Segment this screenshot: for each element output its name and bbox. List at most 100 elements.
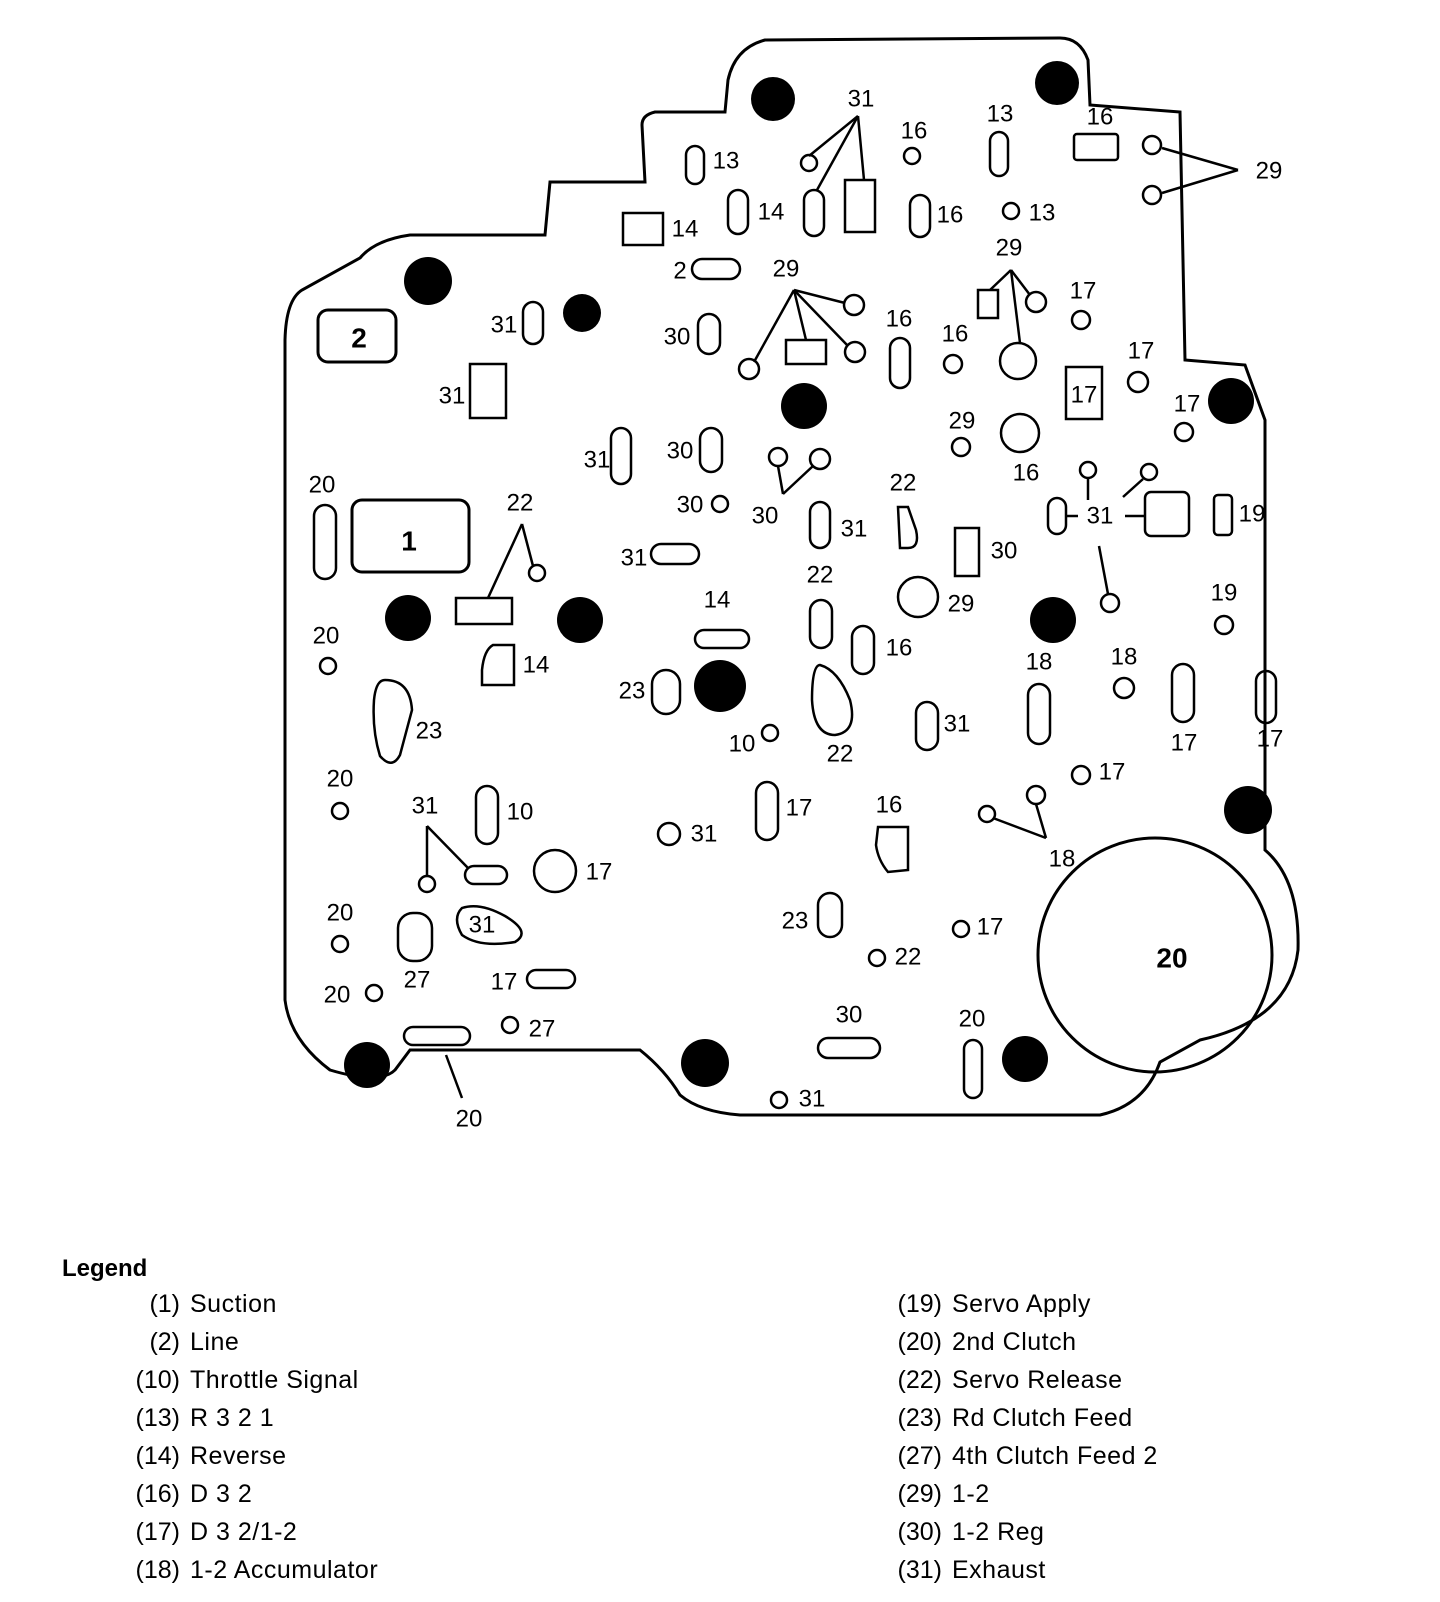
callout-29: 29 bbox=[773, 255, 800, 282]
callout-29: 29 bbox=[1256, 157, 1283, 184]
callout-17: 17 bbox=[1174, 390, 1201, 417]
legend-label: Throttle Signal bbox=[190, 1366, 359, 1394]
leader-line bbox=[1010, 269, 1031, 296]
line-port bbox=[316, 308, 398, 364]
callout-31: 31 bbox=[412, 792, 439, 819]
callout-19: 19 bbox=[1211, 579, 1238, 606]
legend-number: (16) bbox=[135, 1480, 180, 1508]
port-19 bbox=[1212, 493, 1234, 537]
leader-line bbox=[426, 825, 469, 869]
legend-number: (30) bbox=[897, 1518, 942, 1546]
port-22 bbox=[454, 596, 514, 626]
callout-23: 23 bbox=[619, 677, 646, 704]
port-20 bbox=[962, 1038, 984, 1100]
port-29 bbox=[842, 293, 866, 317]
callout-22: 22 bbox=[895, 943, 922, 970]
legend-item: (16)D 3 2 bbox=[108, 1475, 378, 1513]
port-31 bbox=[808, 500, 832, 550]
callout-29: 29 bbox=[949, 407, 976, 434]
port-31 bbox=[799, 153, 819, 173]
port-16 bbox=[908, 193, 932, 239]
second-clutch-port bbox=[1036, 836, 1274, 1074]
callout-31: 31 bbox=[1087, 502, 1114, 529]
callout-1: 1 bbox=[401, 525, 417, 556]
port-29 bbox=[1141, 134, 1163, 156]
port-14 bbox=[693, 628, 751, 650]
port-29 bbox=[737, 357, 761, 381]
callout-17: 17 bbox=[1099, 758, 1126, 785]
port-18 bbox=[977, 804, 997, 824]
port-17 bbox=[951, 919, 971, 939]
port-29 bbox=[976, 288, 1000, 320]
callout-14: 14 bbox=[672, 215, 699, 242]
leader-line bbox=[752, 289, 796, 363]
port-17 bbox=[1254, 669, 1278, 725]
port-31 bbox=[656, 821, 682, 847]
port-31 bbox=[843, 178, 877, 234]
port-31 bbox=[769, 1090, 789, 1110]
callout-20: 20 bbox=[327, 765, 354, 792]
callout-20: 20 bbox=[327, 899, 354, 926]
leader-line bbox=[793, 288, 846, 305]
port-17 bbox=[754, 780, 780, 842]
port-17 bbox=[525, 968, 577, 990]
port-31 bbox=[463, 864, 509, 886]
callout-16: 16 bbox=[876, 791, 903, 818]
port-31 bbox=[468, 362, 508, 420]
legend-label: Reverse bbox=[190, 1442, 287, 1470]
callout-13: 13 bbox=[713, 147, 740, 174]
legend-number: (22) bbox=[897, 1366, 942, 1394]
port-18 bbox=[1025, 784, 1047, 806]
leader-line bbox=[1034, 803, 1048, 839]
port-29 bbox=[998, 341, 1038, 381]
legend-item: (17)D 3 2/1-2 bbox=[108, 1513, 378, 1551]
callout-30: 30 bbox=[991, 537, 1018, 564]
legend-number: (23) bbox=[897, 1404, 942, 1432]
callout-20: 20 bbox=[456, 1105, 483, 1132]
port-22 bbox=[810, 663, 854, 737]
port-17 bbox=[1126, 370, 1150, 394]
leader-line bbox=[782, 465, 814, 495]
callout-16: 16 bbox=[886, 305, 913, 332]
legend-label: Servo Apply bbox=[952, 1290, 1091, 1318]
callout-31: 31 bbox=[944, 710, 971, 737]
port-27 bbox=[500, 1015, 520, 1035]
leader-line bbox=[776, 465, 785, 495]
callout-30: 30 bbox=[677, 491, 704, 518]
callout-17: 17 bbox=[786, 794, 813, 821]
port-16 bbox=[902, 146, 922, 166]
callout-14: 14 bbox=[704, 586, 731, 613]
callout-23: 23 bbox=[782, 907, 809, 934]
callout-18: 18 bbox=[1111, 643, 1138, 670]
legend-title: Legend bbox=[62, 1255, 148, 1282]
callout-16: 16 bbox=[942, 320, 969, 347]
port-29 bbox=[1024, 290, 1048, 314]
port-20 bbox=[312, 503, 338, 581]
port-29 bbox=[950, 436, 972, 458]
legend-label: R 3 2 1 bbox=[190, 1404, 275, 1432]
port-13 bbox=[684, 144, 706, 186]
bolt-hole bbox=[385, 595, 431, 641]
callout-29: 29 bbox=[996, 234, 1023, 261]
callout-17: 17 bbox=[586, 858, 613, 885]
callout-10: 10 bbox=[507, 798, 534, 825]
callout-17: 17 bbox=[977, 913, 1004, 940]
port-16 bbox=[850, 624, 876, 676]
legend-label: 2nd Clutch bbox=[952, 1328, 1077, 1356]
plate-outline bbox=[283, 36, 1300, 1117]
port-31 bbox=[649, 542, 701, 566]
bolt-hole bbox=[1002, 1036, 1048, 1082]
port-14 bbox=[726, 188, 750, 236]
legend-number: (31) bbox=[897, 1556, 942, 1584]
port-2 bbox=[690, 257, 742, 281]
port-20 bbox=[402, 1025, 472, 1047]
port-30 bbox=[696, 312, 722, 356]
callout-31: 31 bbox=[584, 446, 611, 473]
port-17 bbox=[1070, 309, 1092, 331]
legend-label: Line bbox=[190, 1328, 240, 1356]
legend-number: (27) bbox=[897, 1442, 942, 1470]
callout-30: 30 bbox=[752, 502, 779, 529]
port-30 bbox=[767, 446, 789, 468]
port-16 bbox=[942, 353, 964, 375]
port-17 bbox=[1064, 365, 1104, 421]
